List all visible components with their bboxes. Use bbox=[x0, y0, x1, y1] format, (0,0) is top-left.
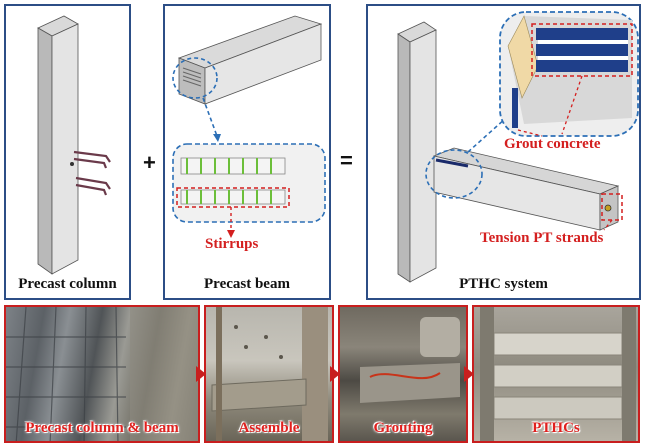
stirrups-label: Stirrups bbox=[205, 236, 259, 252]
tension-pt-strands-label: Tension PT strands bbox=[480, 230, 604, 246]
caption-precast-column-beam: Precast column & beam bbox=[25, 420, 179, 436]
precast-column-panel: Precast column bbox=[4, 4, 131, 300]
rebar-cage-photo-icon bbox=[6, 307, 198, 441]
pt-duct-icon bbox=[73, 150, 111, 196]
precast-beam-panel: Stirrups Precast beam bbox=[163, 4, 331, 300]
photo-grouting: Grouting bbox=[338, 305, 468, 443]
pthc-system-panel: Grout concrete Tension PT strands PTHC s… bbox=[366, 4, 641, 300]
precast-beam-label: Precast beam bbox=[204, 276, 290, 292]
precast-column-drawing bbox=[37, 15, 111, 275]
pthc-system-label: PTHC system bbox=[459, 276, 548, 292]
pthc-specimens-photo-icon bbox=[480, 307, 636, 441]
process-arrow-icon bbox=[330, 366, 340, 382]
process-arrow-icon bbox=[464, 366, 474, 382]
precast-beam-drawing bbox=[172, 15, 326, 238]
grout-concrete-label: Grout concrete bbox=[504, 136, 601, 152]
precast-column-label: Precast column bbox=[18, 276, 117, 292]
caption-pthcs: PTHCs bbox=[532, 420, 580, 436]
photo-precast-column-beam: Precast column & beam bbox=[4, 305, 200, 443]
caption-grouting: Grouting bbox=[373, 420, 433, 436]
caption-assemble: Assemble bbox=[238, 420, 300, 436]
process-arrow-icon bbox=[196, 366, 206, 382]
grouting-photo-icon bbox=[360, 317, 460, 403]
photo-pthcs: PTHCs bbox=[472, 305, 640, 443]
pthc-system-drawing bbox=[397, 11, 639, 283]
photo-assemble: Assemble bbox=[204, 305, 334, 443]
plus-operator: + bbox=[143, 150, 156, 175]
assembly-frame-photo-icon bbox=[211, 307, 328, 441]
equals-operator: = bbox=[340, 148, 353, 173]
